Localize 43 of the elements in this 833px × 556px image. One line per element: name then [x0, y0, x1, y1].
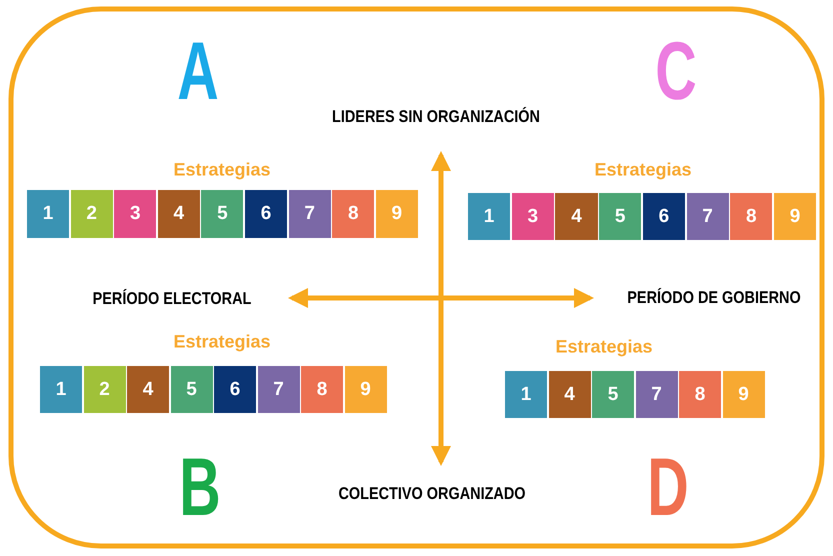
strategy-tile: 5	[592, 371, 634, 418]
strategy-tile: 2	[70, 190, 113, 238]
strategy-tile: 9	[774, 193, 816, 240]
axis-label: COLECTIVO ORGANIZADO	[338, 484, 526, 504]
strategy-tile: 1	[27, 190, 70, 238]
strategy-tile: 8	[730, 193, 772, 240]
strategy-tile: 4	[158, 190, 200, 238]
axis-label: PERÍODO DE GOBIERNO	[627, 288, 801, 308]
strategy-tile: 5	[170, 366, 212, 413]
strategy-tile: 6	[214, 366, 256, 413]
quadrant-letter: A	[177, 25, 219, 119]
strategy-tile: 9	[722, 371, 764, 418]
strategy-tile: 3	[114, 190, 156, 238]
strategy-tile: 3	[512, 193, 554, 240]
strategy-tile: 6	[245, 190, 288, 238]
strategy-tile: 8	[332, 190, 374, 238]
strategy-tile: 4	[548, 371, 590, 418]
axis-label: PERÍODO ELECTORAL	[92, 289, 252, 309]
strategy-tile: 7	[288, 190, 331, 238]
heading: Estrategias	[173, 332, 271, 352]
strategy-tile: 9	[376, 190, 418, 238]
strategy-tile: 9	[344, 366, 386, 413]
quadrant-letter: B	[179, 441, 221, 535]
quadrant-letter: D	[647, 441, 689, 535]
strategy-tile: 2	[84, 366, 126, 413]
strategy-tile: 7	[686, 193, 729, 240]
strategy-tile: 7	[636, 371, 678, 418]
strategy-tile: 8	[679, 371, 721, 418]
axis-label: LIDERES SIN ORGANIZACIÓN	[332, 107, 540, 127]
strategy-tile: 7	[258, 366, 300, 413]
strategy-tile: 1	[468, 193, 510, 240]
strategy-tile: 6	[642, 193, 685, 240]
strategy-tile: 8	[301, 366, 343, 413]
strategy-tile: 4	[127, 366, 169, 413]
strategy-tile: 1	[40, 366, 82, 413]
strategy-tile: 5	[201, 190, 244, 238]
quadrant-letter: C	[655, 25, 697, 119]
heading: Estrategias	[594, 160, 692, 180]
strategy-tile: 4	[555, 193, 598, 240]
strategy-tile: 1	[505, 371, 547, 418]
heading: Estrategias	[173, 160, 271, 180]
heading: Estrategias	[555, 336, 653, 358]
strategy-tile: 5	[599, 193, 642, 240]
